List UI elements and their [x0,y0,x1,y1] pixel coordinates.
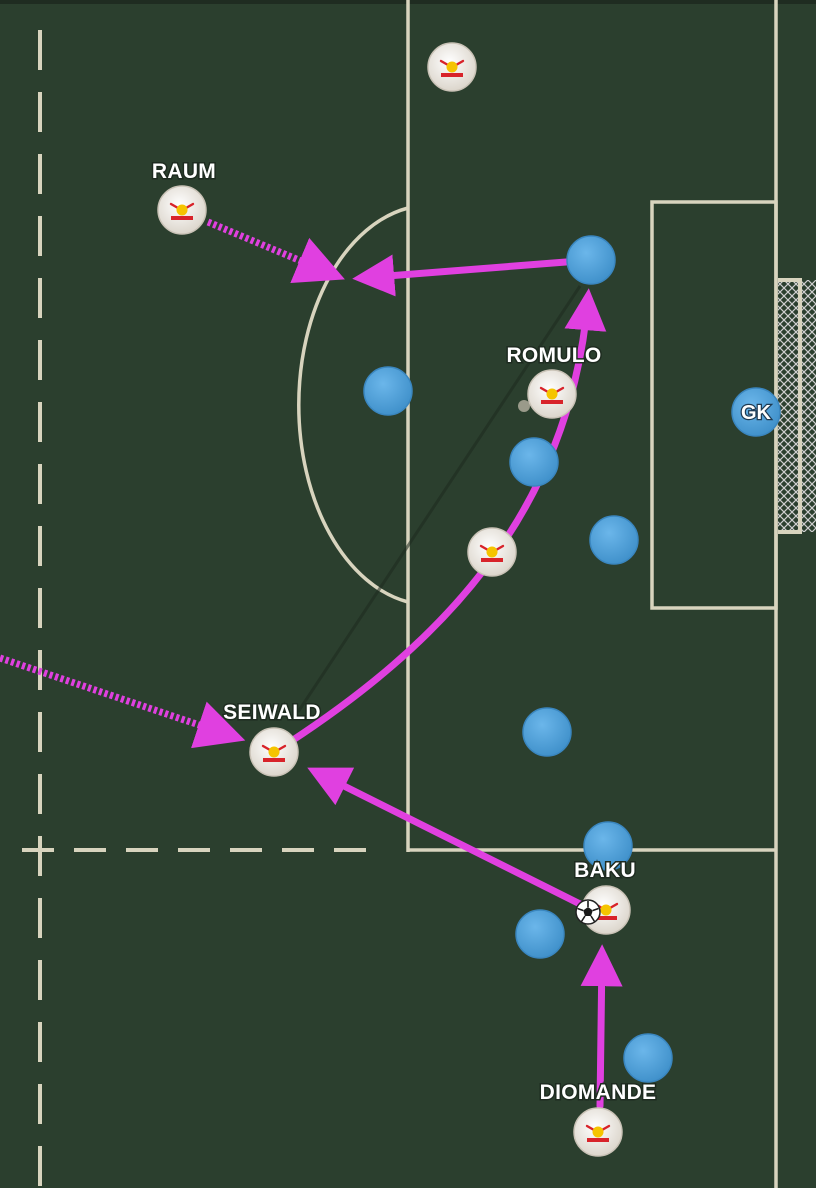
pass-arrow-baku-to-seiwald [307,767,588,910]
ball-marker [518,400,530,412]
opponent-players: GK [363,235,781,1083]
player-label-baku: BAKU [574,859,636,882]
club-crest-icon [539,386,565,404]
opponent-player[interactable] [623,1033,673,1083]
team-player-unlabeled[interactable] [467,527,517,577]
opponent-player[interactable] [515,909,565,959]
team-player-raum[interactable] [157,185,207,235]
team-player-seiwald[interactable] [249,727,299,777]
opponent-player[interactable] [566,235,616,285]
passing-lane [296,285,582,713]
goalkeeper-player[interactable] [731,387,781,437]
pass-arrow-to-raum-zone [352,254,570,297]
club-crest-icon [261,744,287,762]
team-player-romulo[interactable] [527,369,577,419]
opponent-player[interactable] [583,821,633,871]
goal-net [778,278,816,534]
team-player-diomande[interactable] [573,1107,623,1157]
player-label-raum: RAUM [152,160,216,183]
run-arrow-offscreen [0,654,246,749]
club-crest-icon [479,544,505,562]
run-arrow-raum [206,218,345,284]
club-crest-icon [169,202,195,220]
penalty-arc [297,206,409,604]
club-crest-icon [585,1124,611,1142]
player-label-romulo: ROMULO [506,344,601,367]
pass-arrow-diomande-to-baku [580,944,623,1110]
player-label-diomande: DIOMANDE [540,1081,657,1104]
opponent-player[interactable] [509,437,559,487]
opponent-player[interactable] [363,366,413,416]
team-player-unlabeled[interactable] [427,42,477,92]
opponent-player[interactable] [589,515,639,565]
club-crest-icon [439,59,465,77]
team-players: RAUM ROMULO SEI [150,42,658,1157]
opponent-player[interactable] [522,707,572,757]
football-icon [575,899,601,925]
player-label-seiwald: SEIWALD [223,701,321,724]
goalkeeper-label: GK [741,402,772,424]
